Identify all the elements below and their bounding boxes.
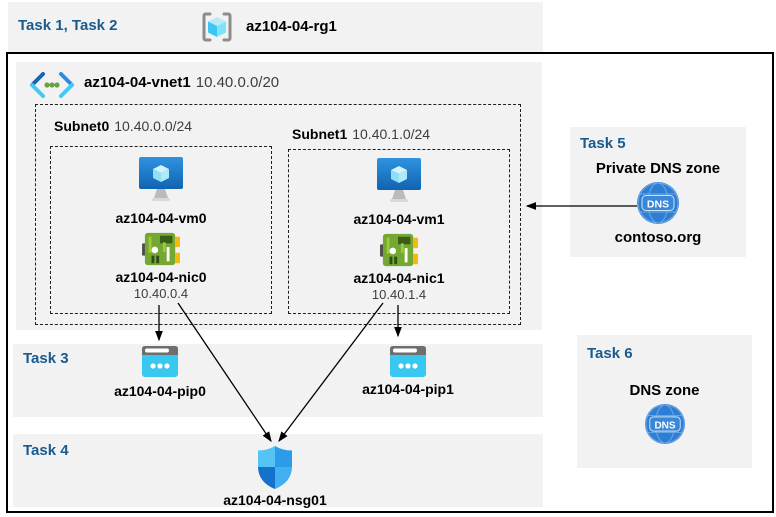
subnet1-name: Subnet1 <box>292 126 348 142</box>
private-dns-zone-name: contoso.org <box>614 229 702 246</box>
vm1-name: az104-04-vm1 <box>353 211 445 227</box>
dns-icon-text: DNS <box>647 199 669 211</box>
pip0-icon <box>142 346 178 377</box>
task-1-2-label: Task 1, Task 2 <box>18 17 118 34</box>
dns-icon-text: DNS <box>654 420 675 431</box>
subnets-container <box>35 104 521 325</box>
nic0-name: az104-04-nic0 <box>115 269 207 285</box>
pip0-name: az104-04-pip0 <box>114 383 206 399</box>
nic1-ip: 10.40.1.4 <box>371 287 427 302</box>
nsg-group: az104-04-nsg01 <box>210 446 340 508</box>
task4-band: Task 4 az104-04-nsg01 <box>13 434 543 508</box>
task6-label: Task 6 <box>587 345 633 362</box>
dns-zone-title: DNS zone <box>629 382 700 399</box>
private-dns-zone-icon: DNS <box>637 182 679 224</box>
subnet0-name: Subnet0 <box>54 118 110 134</box>
resource-group-band: Task 1, Task 2 az104-04-rg1 <box>8 2 543 52</box>
nic1-icon <box>380 232 418 268</box>
nsg-name: az104-04-nsg01 <box>223 492 327 508</box>
vnet-cidr: 10.40.0.0/20 <box>195 74 280 91</box>
nsg-shield-icon <box>258 446 292 489</box>
nic0-ip: 10.40.0.4 <box>133 286 189 301</box>
task3-label: Task 3 <box>23 350 69 367</box>
subnet0-box: az104-04-vm0 az104-04-nic0 10.40.0. <box>50 146 272 314</box>
vnet-name: az104-04-vnet1 <box>84 74 191 91</box>
subnet0-cidr: 10.40.0.0/24 <box>114 118 193 134</box>
subnet1-box: az104-04-vm1 az104-04-nic1 10.40.1. <box>288 149 510 314</box>
dns-zone-icon: DNS <box>644 404 685 444</box>
task6-box: Task 6 DNS zone DNS <box>577 335 752 468</box>
nic0-icon <box>142 231 180 267</box>
nic1-name: az104-04-nic1 <box>353 270 445 286</box>
task5-box: Task 5 Private DNS zone DNS contoso.org <box>570 127 746 257</box>
pip0-group: az104-04-pip0 <box>90 346 230 399</box>
task4-label: Task 4 <box>23 442 69 459</box>
private-dns-zone-title: Private DNS zone <box>595 160 721 177</box>
vm0-name: az104-04-vm0 <box>115 210 207 226</box>
resource-group-icon <box>200 11 234 43</box>
virtual-network-icon <box>30 72 74 98</box>
pip1-name: az104-04-pip1 <box>362 381 454 397</box>
resource-group-name: az104-04-rg1 <box>246 18 337 35</box>
pip1-group: az104-04-pip1 <box>338 346 478 397</box>
subnet1-cidr: 10.40.1.0/24 <box>352 126 431 142</box>
diagram-frame <box>6 52 774 513</box>
vm0-icon <box>138 157 184 203</box>
task5-label: Task 5 <box>580 135 626 152</box>
task3-band: Task 3 az104-04-pip0 <box>13 344 543 417</box>
pip1-icon <box>390 346 426 377</box>
vm1-icon <box>376 158 422 204</box>
